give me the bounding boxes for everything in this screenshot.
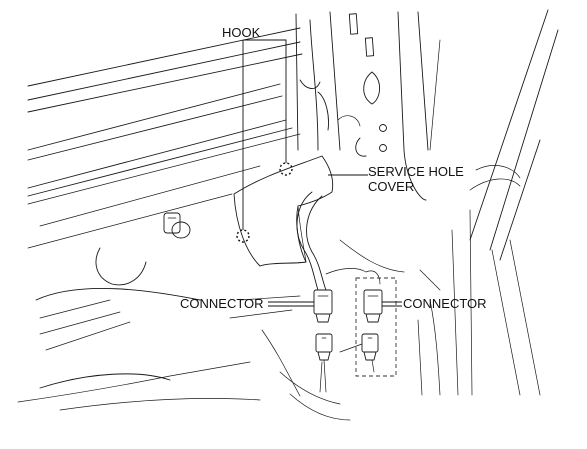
hook-label: HOOK [222,25,261,40]
service-hole-cover [233,155,381,291]
service-hole-cover-label-line1: SERVICE HOLE [368,164,464,179]
hook-marker-upper [279,162,293,176]
door-frame-lines [17,9,559,421]
right-connector-dashed-box [355,277,397,377]
hook-marker-lower [236,229,250,243]
connector-right-label: CONNECTOR [403,296,487,311]
service-hole-cover-label-line2: COVER [368,179,414,194]
connector-left-label: CONNECTOR [180,296,264,311]
leader-lines [242,39,402,307]
connector-right-group [339,289,383,373]
connector-left-group [313,289,333,393]
